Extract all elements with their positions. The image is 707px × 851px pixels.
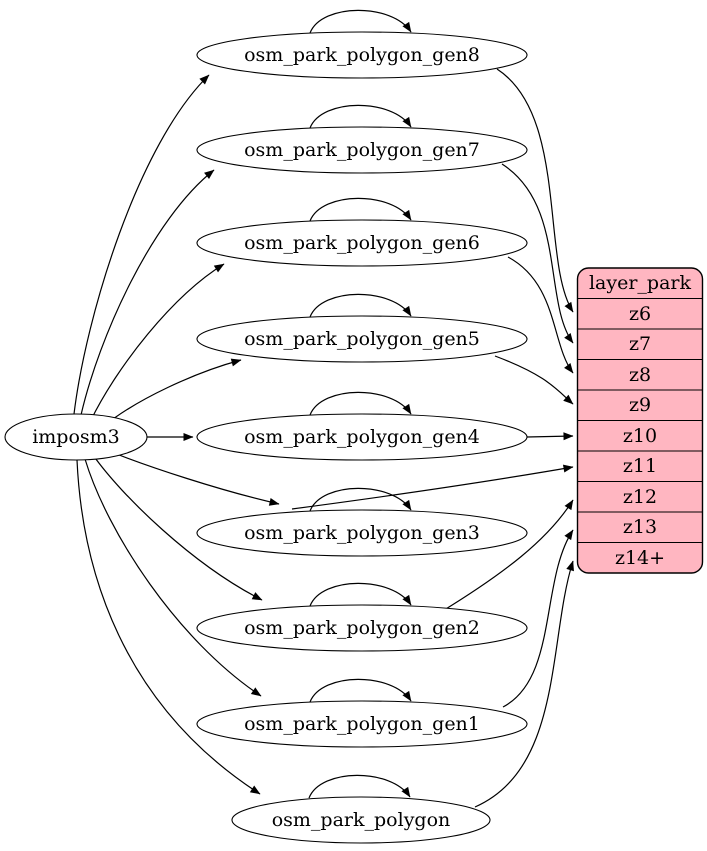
record-row-z6: z6: [629, 303, 651, 325]
node-gen2-shape: [196, 604, 528, 652]
record-layer-park: layer_park z6 z7 z8 z9 z10 z11 z12 z13 z…: [576, 267, 704, 574]
edge-osm-park-polygon-gen3-to-z11: [291, 464, 574, 510]
node-osm-park-polygon-gen4: osm_park_polygon_gen4: [196, 413, 528, 461]
self-loop-osm-park-polygon-gen1: [309, 678, 412, 703]
node-gen3-shape: [196, 509, 528, 557]
self-loop-osm-park-polygon-gen5: [309, 293, 412, 318]
self-loop-osm-park-polygon-gen3: [309, 487, 412, 512]
node-gen1-label: osm_park_polygon_gen1: [244, 713, 480, 735]
self-loop-osm-park-polygon-gen7: [309, 104, 412, 129]
record-row-z12: z12: [623, 486, 657, 508]
node-osm-park-polygon-gen8: osm_park_polygon_gen8: [196, 31, 528, 79]
self-loop-osm-park-polygon-gen2: [309, 582, 412, 607]
node-gen8-shape: [196, 31, 528, 79]
node-gen4-shape: [196, 413, 528, 461]
edge-osm-park-polygon-gen1-to-z13: [502, 529, 574, 708]
edge-osm-park-polygon-gen4-to-z10: [526, 432, 574, 441]
nodes: imposm3 osm_park_polygon_gen8 osm_park_p…: [4, 31, 528, 844]
node-osm-park-polygon-gen3: osm_park_polygon_gen3: [196, 509, 528, 557]
node-gen8-label: osm_park_polygon_gen8: [244, 44, 480, 66]
node-osm-park-polygon-gen1: osm_park_polygon_gen1: [196, 700, 528, 748]
node-osm-park-polygon-gen6: osm_park_polygon_gen6: [196, 219, 528, 267]
node-polygon-shape: [231, 796, 491, 844]
record-row-z10: z10: [623, 425, 657, 447]
edge-imposm3-to-osm-park-polygon-gen1: [84, 458, 262, 697]
record-row-z7: z7: [629, 333, 651, 355]
edges-to-layer: [291, 68, 574, 808]
self-loop-osm-park-polygon-gen6: [309, 197, 412, 222]
edge-osm-park-polygon-gen8-to-z6: [496, 68, 574, 313]
edge-imposm3-to-osm-park-polygon-gen2: [92, 454, 263, 601]
node-osm-park-polygon-gen5: osm_park_polygon_gen5: [196, 315, 528, 363]
record-row-z11: z11: [623, 455, 657, 477]
self-loop-osm-park-polygon-gen8: [309, 9, 412, 34]
record-row-z8: z8: [629, 364, 651, 386]
node-gen4-label: osm_park_polygon_gen4: [244, 426, 480, 448]
node-imposm3-shape: [4, 413, 148, 461]
node-gen6-shape: [196, 219, 528, 267]
edge-imposm3-to-osm-park-polygon: [76, 459, 261, 795]
edge-osm-park-polygon-gen7-to-z7: [501, 163, 574, 344]
node-gen5-label: osm_park_polygon_gen5: [244, 328, 480, 350]
edge-imposm3-to-osm-park-polygon-gen5: [103, 358, 242, 427]
edges-from-source: [73, 74, 280, 795]
edge-imposm3-to-osm-park-polygon-gen3: [103, 448, 280, 506]
node-imposm3: imposm3: [4, 413, 148, 461]
node-imposm3-label: imposm3: [32, 426, 120, 448]
edge-imposm3-to-osm-park-polygon-gen8: [73, 74, 210, 415]
node-gen5-shape: [196, 315, 528, 363]
node-osm-park-polygon-gen2: osm_park_polygon_gen2: [196, 604, 528, 652]
self-loop-osm-park-polygon-gen4: [309, 391, 412, 416]
edge-osm-park-polygon-gen2-to-z12: [440, 499, 574, 613]
node-gen2-label: osm_park_polygon_gen2: [244, 617, 480, 639]
record-row-z9: z9: [629, 394, 651, 416]
node-gen7-shape: [196, 126, 528, 174]
record-row-z14plus: z14+: [615, 547, 665, 569]
node-gen6-label: osm_park_polygon_gen6: [244, 232, 480, 254]
record-row-z13: z13: [623, 516, 657, 538]
node-osm-park-polygon: osm_park_polygon: [231, 796, 491, 844]
edge-osm-park-polygon-gen6-to-z8: [507, 256, 574, 374]
edge-imposm3-to-osm-park-polygon-gen7: [80, 169, 215, 416]
record-row-separators: [577, 297, 703, 544]
record-header-label: layer_park: [589, 272, 692, 294]
node-gen3-label: osm_park_polygon_gen3: [244, 522, 480, 544]
self-loop-osm-park-polygon: [308, 774, 411, 799]
edge-imposm3-to-osm-park-polygon-gen6: [90, 263, 225, 421]
node-osm-park-polygon-gen7: osm_park_polygon_gen7: [196, 126, 528, 174]
edge-osm-park-polygon-gen5-to-z9: [494, 355, 574, 405]
edge-osm-park-polygon-to-z14plus: [474, 560, 574, 808]
node-polygon-label: osm_park_polygon: [272, 809, 451, 831]
node-gen1-shape: [196, 700, 528, 748]
node-gen7-label: osm_park_polygon_gen7: [244, 139, 480, 161]
self-loops: [308, 9, 412, 799]
